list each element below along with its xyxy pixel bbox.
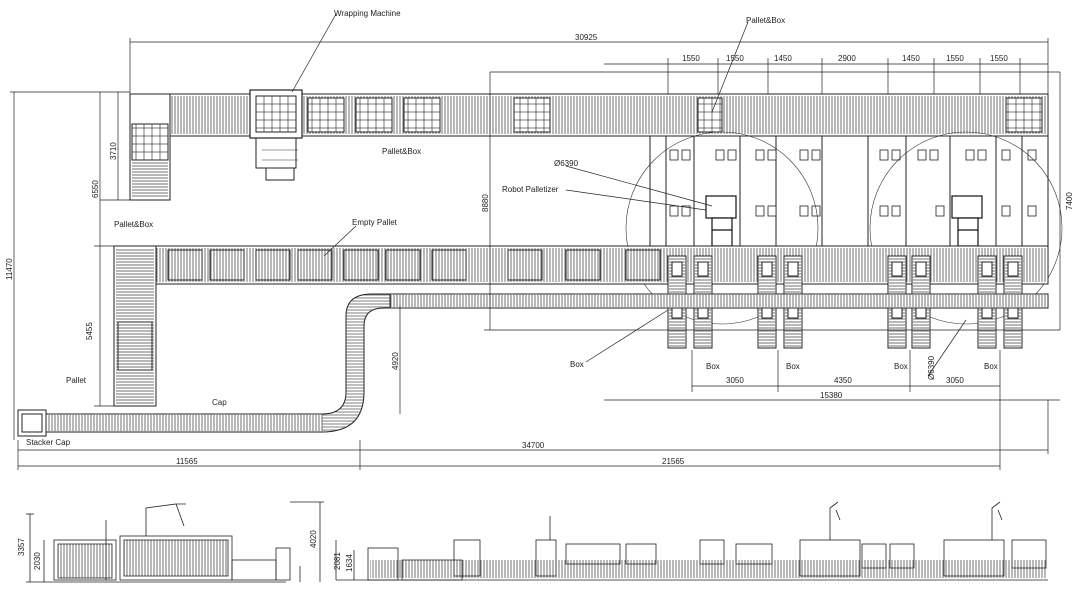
dim-h-7400: 7400: [1065, 192, 1074, 210]
robot-cells: [625, 131, 1063, 325]
label-box-main: Box: [570, 360, 584, 369]
dim-seg-7: 1550: [990, 54, 1008, 63]
dim-seg-6: 1550: [946, 54, 964, 63]
dim-h-5455: 5455: [85, 322, 94, 340]
dim-h-4920: 4920: [391, 352, 400, 370]
label-robot-palletizer: Robot Palletizer: [502, 185, 559, 194]
dim-elev-2081: 2081: [333, 552, 342, 570]
dim-overall-top: 30925: [575, 33, 598, 42]
label-cap: Cap: [212, 398, 227, 407]
pallet-boxes-top: [307, 97, 1043, 133]
leader-lines: [291, 13, 967, 377]
dim-height-total: 11470: [5, 258, 14, 280]
dim-h-8880: 8880: [481, 194, 490, 212]
dim-box-total: 15380: [820, 391, 843, 400]
dim-bottom-total: 34700: [522, 441, 545, 450]
robot-reach-circle-2: [869, 131, 1063, 325]
elevation-left: [26, 501, 324, 583]
text-labels: Wrapping Machine Pallet&Box Pallet&Box P…: [5, 9, 1074, 466]
dim-elev-4020: 4020: [309, 530, 318, 548]
dim-bottom-left: 11565: [176, 457, 198, 466]
dim-h-3710: 3710: [109, 142, 118, 160]
middle-conveyor: [113, 245, 1049, 285]
dim-seg-1: 1550: [682, 54, 700, 63]
dim-box-span-1: 3050: [726, 376, 744, 385]
label-empty-pallet: Empty Pallet: [352, 218, 398, 227]
label-diameter-2: Ø6390: [927, 355, 936, 380]
wrapping-machine: [249, 89, 303, 181]
label-pallet: Pallet: [66, 376, 87, 385]
dim-box-span-2: 4350: [834, 376, 852, 385]
label-stacker-cap: Stacker Cap: [26, 438, 71, 447]
label-box-c: Box: [894, 362, 908, 371]
label-box-b: Box: [786, 362, 800, 371]
dim-bottom-right: 21565: [662, 457, 685, 466]
cap-conveyor: [17, 293, 390, 437]
label-pallet-box-top: Pallet&Box: [746, 16, 785, 25]
dimension-lines: [10, 38, 1061, 470]
dim-box-span-3: 3050: [946, 376, 964, 385]
dim-seg-4: 2900: [838, 54, 856, 63]
label-pallet-box-left: Pallet&Box: [114, 220, 153, 229]
elevation-right: [335, 501, 1048, 581]
left-lower-conveyor: [113, 245, 157, 407]
dim-seg-3: 1450: [774, 54, 792, 63]
dim-elev-3357: 3357: [17, 538, 26, 556]
box-feed-conveyors: [389, 255, 1049, 349]
dim-h-6550: 6550: [91, 180, 100, 198]
label-diameter-1: Ø6390: [554, 159, 579, 168]
top-conveyor: [129, 89, 1049, 181]
robot-reach-circle-1: [625, 131, 819, 325]
left-upper-conveyor: [129, 93, 171, 201]
dim-seg-5: 1450: [902, 54, 920, 63]
label-pallet-box-mid: Pallet&Box: [382, 147, 421, 156]
dim-seg-2: 1550: [726, 54, 744, 63]
dim-elev-1634: 1634: [345, 554, 354, 572]
label-wrapping-machine: Wrapping Machine: [334, 9, 401, 18]
label-box-a: Box: [706, 362, 720, 371]
elevation-dims: 3357 2030 4020 2081 1634: [17, 530, 354, 572]
label-box-d: Box: [984, 362, 998, 371]
dim-elev-2030: 2030: [33, 552, 42, 570]
